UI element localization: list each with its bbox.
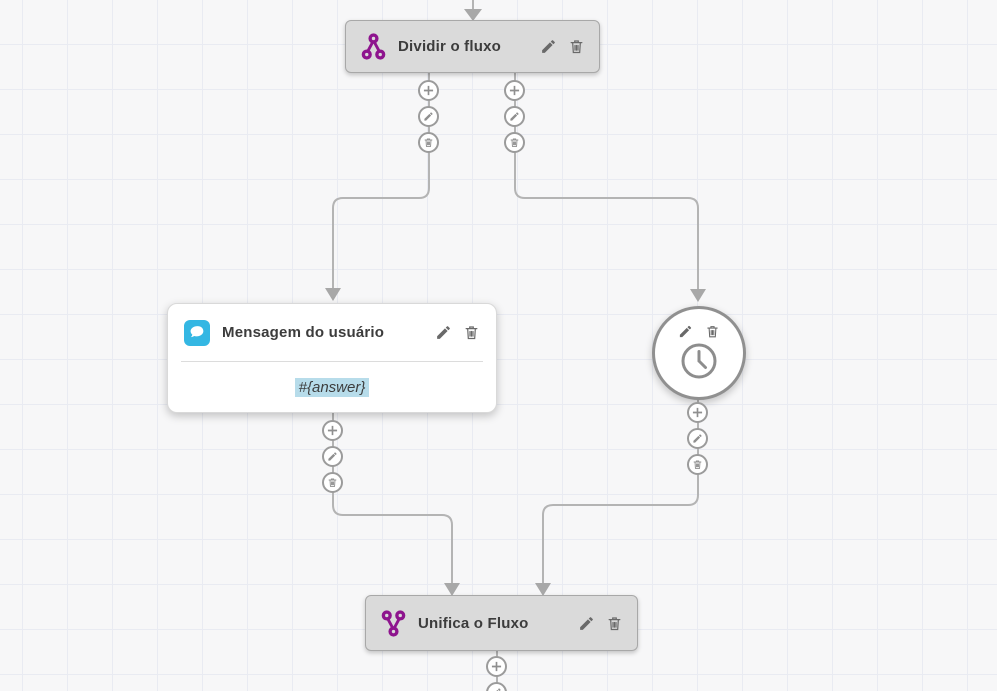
clock-icon [679,341,719,381]
delete-node-button[interactable] [462,324,480,342]
edit-connection-button[interactable] [322,446,343,467]
edit-connection-button[interactable] [504,106,525,127]
node-merge-flow[interactable]: Unifica o Fluxo [365,595,638,651]
edit-node-button[interactable] [434,324,452,342]
edit-node-button[interactable] [677,322,695,340]
add-connection-button[interactable] [418,80,439,101]
message-variable: #{answer} [294,377,370,397]
delete-node-button[interactable] [704,322,722,340]
edit-node-button[interactable] [577,614,595,632]
add-connection-button[interactable] [687,402,708,423]
node-title: Dividir o fluxo [398,38,502,55]
chat-bubble-icon [184,319,210,346]
edit-node-button[interactable] [539,38,557,56]
connector-message-to-merge [332,494,453,583]
divider [181,361,483,362]
merge-flow-icon [380,609,407,638]
split-flow-icon [360,32,387,61]
edit-connection-button[interactable] [486,682,507,691]
port-stack-split-right [504,80,525,153]
delete-connection-button[interactable] [418,132,439,153]
connector-split-to-timer [514,154,699,289]
add-connection-button[interactable] [322,420,343,441]
delete-connection-button[interactable] [687,454,708,475]
add-connection-button[interactable] [504,80,525,101]
connector-split-to-message [332,154,430,288]
node-title: Mensagem do usuário [222,324,385,341]
port-stack-merge [486,656,507,691]
port-stack-message [322,420,343,493]
delete-node-button[interactable] [567,38,585,56]
node-title: Unifica o Fluxo [418,614,529,632]
node-user-message[interactable]: Mensagem do usuário #{answer} [167,303,497,413]
connector-timer-to-merge [542,477,699,583]
add-connection-button[interactable] [486,656,507,677]
port-stack-timer [687,402,708,475]
node-split-flow[interactable]: Dividir o fluxo [345,20,600,73]
delete-node-button[interactable] [605,614,623,632]
port-stack-split-left [418,80,439,153]
delete-connection-button[interactable] [504,132,525,153]
arrowhead-incoming [464,9,482,21]
edit-connection-button[interactable] [687,428,708,449]
edit-connection-button[interactable] [418,106,439,127]
delete-connection-button[interactable] [322,472,343,493]
node-timer[interactable] [652,306,746,400]
